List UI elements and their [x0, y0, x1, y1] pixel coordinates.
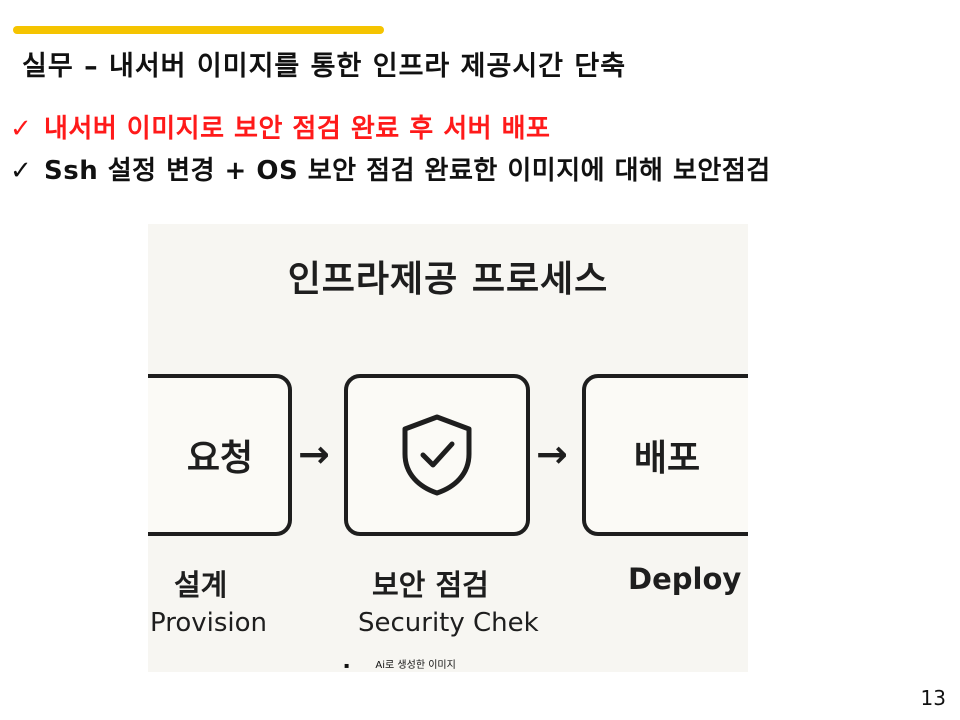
image-caption: ▪ Ai로 생성한 이미지 — [344, 656, 456, 671]
process-box-security — [344, 374, 530, 536]
stage-label-security: 보안 점검 — [372, 568, 489, 602]
checklist-item-text: Ssh 설정 변경 + OS 보안 점검 완료한 이미지에 대해 보안점검 — [44, 156, 771, 186]
shield-check-icon — [402, 414, 472, 496]
arrow-right-icon: → — [298, 432, 330, 476]
slide-title: 실무 – 내서버 이미지를 통한 인프라 제공시간 단축 — [22, 51, 627, 82]
checklist-item-2: ✓ Ssh 설정 변경 + OS 보안 점검 완료한 이미지에 대해 보안점검 — [10, 150, 771, 187]
checklist-item-1: ✓ 내서버 이미지로 보안 점검 완료 후 서버 배포 — [10, 108, 550, 145]
checkmark-icon: ✓ — [10, 114, 33, 144]
checkmark-icon: ✓ — [10, 156, 33, 186]
bullet-icon: ▪ — [344, 661, 350, 670]
stage-sub-security-check: Security Chek — [358, 608, 539, 638]
checklist-item-text: 내서버 이미지로 보안 점검 완료 후 서버 배포 — [44, 114, 551, 144]
stage-label-design: 설계 — [174, 568, 228, 602]
caption-text: Ai로 생성한 이미지 — [375, 660, 456, 671]
process-diagram-image: 인프라제공 프로세스 요청 → → 배포 설계 Provision 보안 점검 … — [148, 224, 748, 672]
stage-sub-provision: Provision — [150, 608, 268, 638]
page-number: 13 — [920, 686, 946, 710]
diagram-title: 인프라제공 프로세스 — [287, 259, 609, 300]
process-box-request: 요청 — [148, 374, 292, 536]
process-box-deploy: 배포 — [582, 374, 748, 536]
arrow-right-icon: → — [536, 432, 568, 476]
stage-label-deploy: Deploy — [628, 562, 742, 596]
process-box-label: 요청 — [186, 438, 254, 479]
title-accent-bar — [13, 26, 384, 34]
process-box-label: 배포 — [633, 438, 701, 479]
